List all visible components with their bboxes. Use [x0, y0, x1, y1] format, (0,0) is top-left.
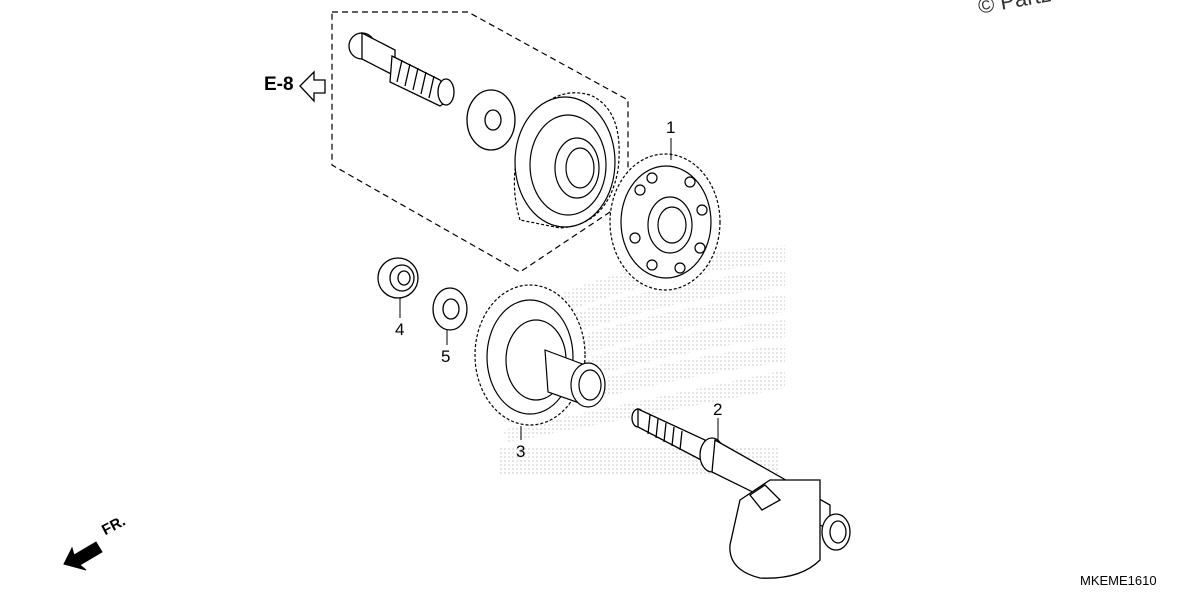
- callout-5: 5: [441, 347, 451, 366]
- callout-2: 2: [713, 400, 723, 419]
- reference-label: E-8: [264, 74, 294, 95]
- callout-3: 3: [516, 442, 526, 461]
- nut-icon: [377, 257, 419, 299]
- reference-arrow-icon: [299, 70, 326, 103]
- balancer-shaft-icon: [631, 407, 851, 579]
- washer-small-icon: [432, 287, 468, 331]
- assembly-group-box: [331, 11, 629, 273]
- bolt-icon: [348, 31, 455, 107]
- drawing-code: MKEME1610: [1080, 573, 1157, 588]
- drive-gear-icon: [609, 153, 721, 291]
- washer-large-icon: [466, 89, 516, 151]
- callout-1: 1: [666, 118, 676, 137]
- honda-wing-watermark: [490, 245, 785, 476]
- balancer-gear-icon: [474, 284, 606, 426]
- callout-4: 4: [395, 320, 405, 339]
- front-direction-arrow-icon: [63, 541, 103, 571]
- gear-boxed-icon: [513, 92, 620, 229]
